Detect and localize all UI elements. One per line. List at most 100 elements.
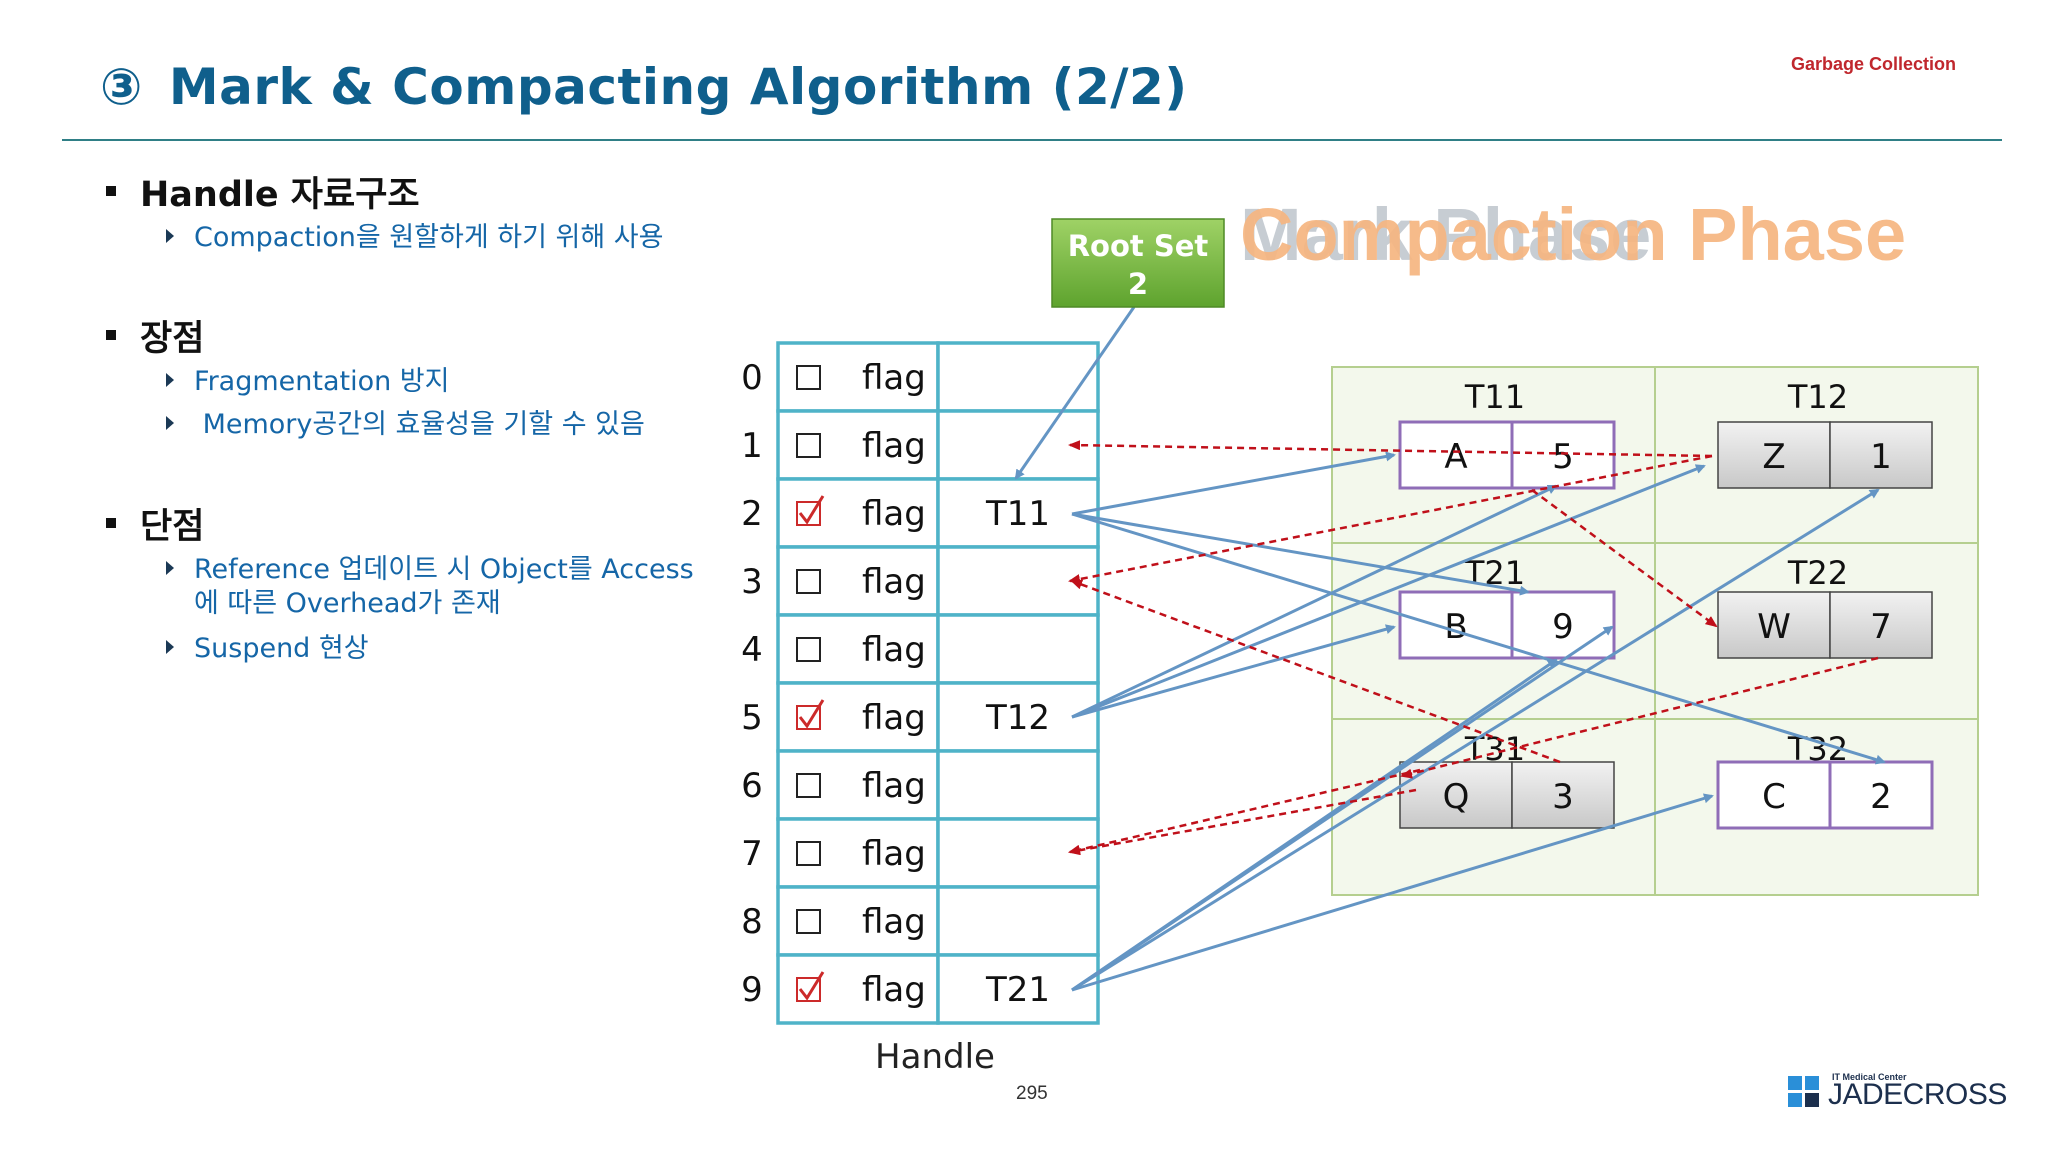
handle-ref-cell	[936, 953, 1100, 1025]
object-name-cell	[1398, 590, 1514, 660]
mark-phase-label: Mark Phase	[1240, 193, 1652, 276]
handle-index: 4	[741, 630, 763, 670]
checkbox-icon	[796, 773, 821, 798]
root-set-box	[1051, 218, 1225, 308]
object-name: W	[1757, 607, 1791, 647]
reference-arrow	[1071, 451, 1396, 516]
handle-index: 9	[741, 970, 763, 1010]
handle-index: 5	[741, 698, 763, 738]
page-title: ③ Mark & Compacting Algorithm (2/2)	[100, 58, 1188, 116]
title-text: Mark & Compacting Algorithm (2/2)	[168, 58, 1188, 116]
flag-label: flag	[862, 902, 926, 942]
square-bullet-icon	[106, 330, 116, 340]
object-name: A	[1444, 437, 1467, 477]
logo-caption: IT Medical Center	[1832, 1072, 1907, 1082]
handle-ref-value: T11	[985, 494, 1050, 534]
reference-arrow	[1071, 484, 1558, 719]
reference-arrow	[1071, 624, 1396, 719]
heap-cell-label: T22	[1787, 554, 1848, 592]
object-name: B	[1444, 607, 1467, 647]
checkbox-border	[796, 977, 821, 1002]
flag-label: flag	[862, 426, 926, 466]
reference-arrow	[1071, 512, 1530, 596]
bullet-disadvantages: 단점	[106, 498, 204, 549]
reference-arrow	[1071, 625, 1614, 992]
title-number: ③	[100, 58, 143, 116]
handle-flag-cell	[776, 817, 940, 889]
reference-arrows	[1014, 306, 1886, 992]
reference-arrow	[1014, 306, 1136, 480]
flag-label: flag	[862, 358, 926, 398]
checkbox-border	[796, 501, 821, 526]
object-value: 1	[1870, 437, 1892, 477]
object-value-cell	[1829, 421, 1933, 489]
heap-cell-label: T11	[1464, 378, 1525, 416]
square-bullet-icon	[106, 186, 116, 196]
relocation-arrow	[1531, 488, 1718, 628]
object-value-cell	[1511, 761, 1615, 829]
handle-index: 8	[741, 902, 763, 942]
bullet-advantages: 장점	[106, 310, 204, 361]
heap-cell-label: T12	[1787, 378, 1848, 416]
handle-flag-cell	[776, 409, 940, 481]
handle-index: 0	[741, 358, 763, 398]
flag-label: flag	[862, 698, 926, 738]
root-set: Root Set 2	[1051, 218, 1225, 308]
object-name: Z	[1762, 437, 1785, 477]
checkbox-icon	[796, 569, 821, 594]
bullet-heading: 장점	[140, 319, 205, 359]
jadecross-logo: IT Medical Center JADECROSS	[1788, 1072, 2007, 1112]
triangle-bullet-icon	[166, 415, 174, 430]
title-divider	[62, 139, 2002, 141]
root-set-label: Root Set	[1068, 229, 1209, 263]
triangle-bullet-icon	[166, 560, 174, 575]
handle-index: 3	[741, 562, 763, 602]
checkbox-border	[796, 705, 821, 730]
object-value: 3	[1552, 777, 1574, 817]
checkbox-icon	[796, 637, 821, 662]
handle-ref-cell	[936, 613, 1100, 685]
handle-index: 7	[741, 834, 763, 874]
sub-item: Suspend 현상	[166, 632, 369, 666]
bullet-heading: 단점	[140, 507, 205, 547]
handle-caption: Handle	[875, 1037, 995, 1077]
checkmark-icon	[798, 495, 825, 525]
reference-arrow	[1071, 512, 1886, 765]
handle-flag-cell	[776, 341, 940, 413]
object-name-cell	[1398, 420, 1514, 490]
object-value-cell	[1510, 590, 1616, 660]
reference-arrow	[1071, 793, 1714, 992]
object-value: 7	[1870, 607, 1892, 647]
handle-row: 4 flag	[741, 613, 1100, 685]
checkbox-icon	[796, 909, 821, 934]
flag-label: flag	[862, 630, 926, 670]
object-value: 2	[1870, 777, 1892, 817]
checkbox-icon	[796, 433, 821, 458]
checkmark-icon	[798, 971, 825, 1001]
object-value-cell	[1829, 591, 1933, 659]
sub-item: Fragmentation 방지	[166, 365, 450, 399]
reference-arrow	[1071, 464, 1706, 719]
relocation-arrow	[1068, 454, 1713, 584]
object-value-cell	[1510, 420, 1616, 490]
handle-index: 2	[741, 494, 763, 534]
flag-label: flag	[862, 766, 926, 806]
handle-row: 8 flag	[741, 885, 1100, 957]
reference-arrow	[1071, 488, 1880, 992]
handle-ref-value: T21	[985, 970, 1050, 1010]
triangle-bullet-icon	[166, 228, 174, 243]
topic-label: Garbage Collection	[1790, 54, 1956, 74]
handle-row: 3 flag	[741, 545, 1100, 617]
flag-label: flag	[862, 562, 926, 602]
